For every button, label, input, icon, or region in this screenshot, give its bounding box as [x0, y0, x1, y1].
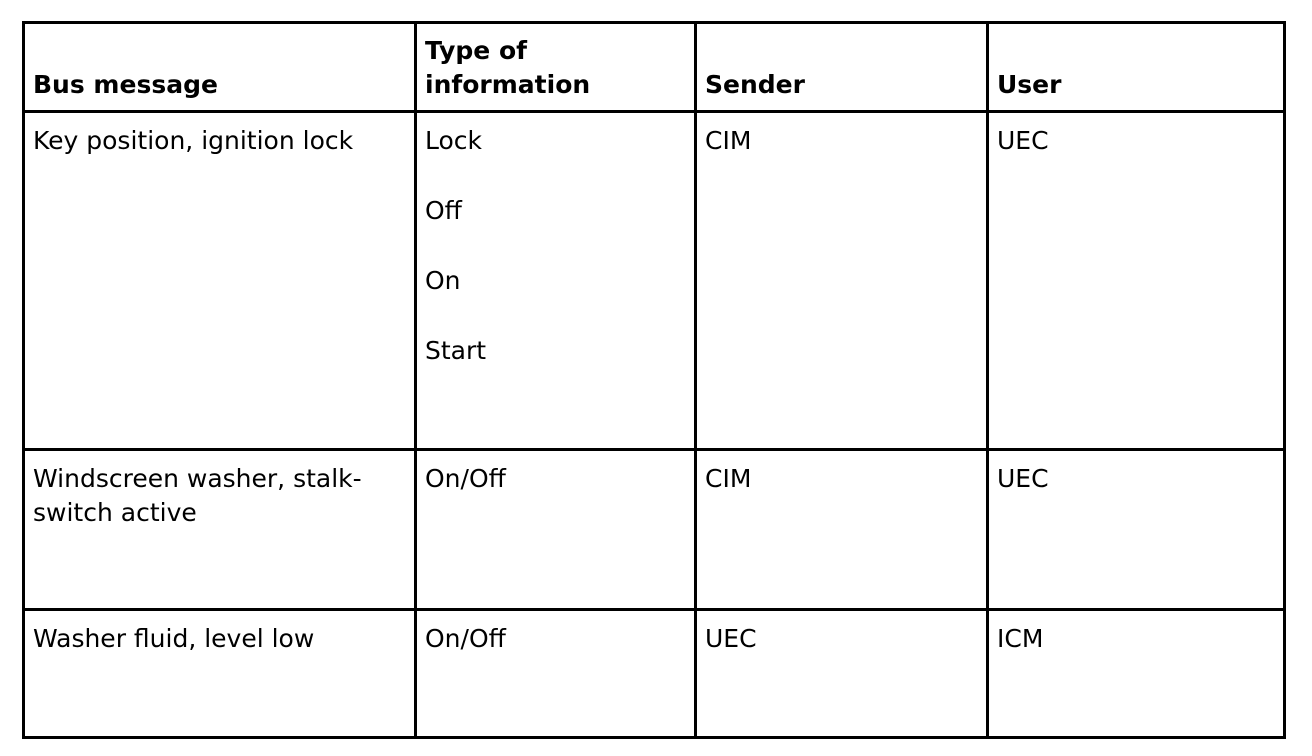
bus-message-table: Bus message Type of information Sender U… [22, 21, 1286, 739]
bus-message-text: Washer fluid, level low [33, 624, 315, 653]
cell-user: UEC [986, 110, 1286, 451]
info-value: On/Off [425, 464, 506, 493]
user-text: UEC [997, 126, 1049, 155]
sender-text: CIM [705, 464, 752, 493]
user-text: ICM [997, 624, 1044, 653]
header-bus-message-label: Bus message [33, 70, 218, 99]
bus-message-text-line2: switch active [33, 498, 197, 527]
cell-bus-message: Key position, ignition lock [22, 110, 417, 451]
cell-type-of-information: On/Off [414, 608, 697, 739]
info-value: Start [425, 336, 487, 365]
user-text: UEC [997, 464, 1049, 493]
info-value: Off [425, 196, 462, 225]
cell-type-of-information: On/Off [414, 448, 697, 611]
info-value: On/Off [425, 624, 506, 653]
sender-text: UEC [705, 624, 757, 653]
cell-sender: CIM [694, 110, 989, 451]
cell-user: UEC [986, 448, 1286, 611]
bus-message-text: Key position, ignition lock [33, 126, 354, 155]
header-bus-message: Bus message [22, 21, 417, 113]
header-sender-label: Sender [705, 70, 805, 99]
table-header-row: Bus message Type of information Sender U… [22, 21, 1286, 113]
header-user: User [986, 21, 1286, 113]
cell-sender: CIM [694, 448, 989, 611]
cell-type-of-information: Lock Off On Start [414, 110, 697, 451]
header-user-label: User [997, 70, 1062, 99]
info-value: Lock [425, 126, 483, 155]
cell-bus-message: Windscreen washer, stalk- switch active [22, 448, 417, 611]
table-row: Washer fluid, level low On/Off UEC ICM [22, 608, 1286, 739]
cell-sender: UEC [694, 608, 989, 739]
info-value: On [425, 266, 461, 295]
header-type-of-information-line2: information [425, 70, 591, 99]
header-type-of-information: Type of information [414, 21, 697, 113]
cell-bus-message: Washer fluid, level low [22, 608, 417, 739]
bus-message-text-line1: Windscreen washer, stalk- [33, 464, 362, 493]
cell-user: ICM [986, 608, 1286, 739]
header-sender: Sender [694, 21, 989, 113]
table-row: Windscreen washer, stalk- switch active … [22, 448, 1286, 611]
table-row: Key position, ignition lock Lock Off On … [22, 110, 1286, 451]
sender-text: CIM [705, 126, 752, 155]
header-type-of-information-line1: Type of [425, 36, 527, 65]
